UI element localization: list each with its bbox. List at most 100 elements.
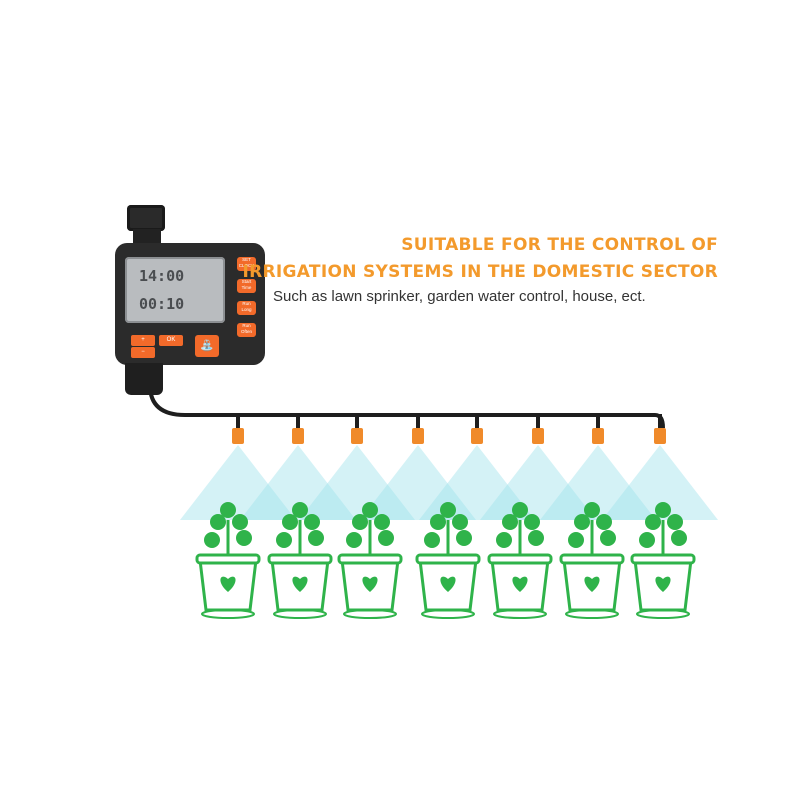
spray-cone	[180, 445, 296, 520]
minus-button[interactable]: −	[131, 347, 155, 358]
leaf	[204, 532, 220, 548]
leaf	[456, 530, 472, 546]
run-often-button[interactable]: Run Often	[237, 323, 256, 337]
drip-nozzles	[232, 414, 666, 444]
plant-pots	[195, 502, 696, 619]
potted-plant	[415, 502, 481, 619]
leaf	[362, 502, 378, 518]
pot-saucer	[421, 609, 475, 619]
pot-rim	[337, 553, 403, 565]
potted-plant	[267, 502, 333, 619]
spray-cone	[419, 445, 535, 520]
potted-plant	[630, 502, 696, 619]
leaf	[440, 502, 456, 518]
leaf	[220, 502, 236, 518]
leaf	[308, 530, 324, 546]
pot-saucer	[636, 609, 690, 619]
spray-cone	[299, 445, 415, 520]
spray-cone	[240, 445, 356, 520]
leaf	[452, 514, 468, 530]
nozzle-head	[471, 428, 483, 444]
ok-button[interactable]: OK	[159, 335, 183, 346]
start-time-button[interactable]: Start Time	[237, 279, 256, 293]
nozzle-head	[654, 428, 666, 444]
heart-icon	[512, 576, 528, 592]
leaf	[378, 530, 394, 546]
headline: SUITABLE FOR THE CONTROL OF IRRIGATION S…	[243, 232, 718, 286]
spray-cone	[480, 445, 596, 520]
heart-icon	[440, 576, 456, 592]
heart-icon	[584, 576, 600, 592]
faucet-connector	[127, 205, 165, 231]
leaf	[512, 502, 528, 518]
spray-cone	[602, 445, 718, 520]
leaf	[528, 530, 544, 546]
potted-plant	[195, 502, 261, 619]
leaf	[645, 514, 661, 530]
nozzle-head	[532, 428, 544, 444]
nozzle-stem	[355, 414, 359, 430]
leaf	[596, 514, 612, 530]
leaf	[352, 514, 368, 530]
leaf	[232, 514, 248, 530]
timer-body: 14:00 00:10 SET CLOCK Start Time Run Lon…	[115, 243, 265, 365]
subheadline: Such as lawn sprinker, garden water cont…	[273, 288, 646, 305]
leaf	[496, 532, 512, 548]
pot-rim	[487, 553, 553, 565]
pot-saucer	[273, 609, 327, 619]
spray-cone	[540, 445, 656, 520]
leaf	[667, 514, 683, 530]
nozzle-head	[412, 428, 424, 444]
spray-cone	[360, 445, 476, 520]
water-timer-device: 14:00 00:10 SET CLOCK Start Time Run Lon…	[115, 205, 265, 395]
manual-run-button[interactable]: ⛲	[195, 335, 219, 357]
nozzle-stem	[475, 414, 479, 430]
leaf	[282, 514, 298, 530]
leaf	[276, 532, 292, 548]
nozzle-stem	[236, 414, 240, 430]
leaf	[584, 502, 600, 518]
pot-rim	[267, 553, 333, 565]
leaf	[568, 532, 584, 548]
heart-icon	[362, 576, 378, 592]
nozzle-stem	[296, 414, 300, 430]
nozzle-head	[351, 428, 363, 444]
set-clock-button[interactable]: SET CLOCK	[237, 257, 256, 271]
pot-rim	[559, 553, 625, 565]
leaf	[374, 514, 390, 530]
leaf	[304, 514, 320, 530]
water-spray-cones	[180, 445, 718, 520]
run-long-button[interactable]: Run Long	[237, 301, 256, 315]
pot-rim	[630, 553, 696, 565]
plus-button[interactable]: +	[131, 335, 155, 346]
leaf	[655, 502, 671, 518]
lcd-duration: 00:10	[139, 295, 185, 313]
pot-rim	[195, 553, 261, 565]
nozzle-stem	[658, 414, 662, 430]
nozzle-head	[292, 428, 304, 444]
headline-line-2: IRRIGATION SYSTEMS IN THE DOMESTIC SECTO…	[242, 262, 718, 282]
heart-icon	[220, 576, 236, 592]
lcd-display: 14:00 00:10	[125, 257, 225, 323]
nozzle-stem	[536, 414, 540, 430]
pot-rim	[415, 553, 481, 565]
leaf	[430, 514, 446, 530]
nozzle-head	[592, 428, 604, 444]
nozzle-stem	[416, 414, 420, 430]
headline-line-1: SUITABLE FOR THE CONTROL OF	[401, 235, 718, 255]
lcd-time: 14:00	[139, 267, 185, 285]
leaf	[210, 514, 226, 530]
leaf	[236, 530, 252, 546]
nozzle-head	[232, 428, 244, 444]
heart-icon	[655, 576, 671, 592]
pot-saucer	[493, 609, 547, 619]
hose-outlet	[125, 363, 163, 395]
leaf	[600, 530, 616, 546]
leaf	[502, 514, 518, 530]
leaf	[292, 502, 308, 518]
potted-plant	[487, 502, 553, 619]
leaf	[639, 532, 655, 548]
heart-icon	[292, 576, 308, 592]
leaf	[574, 514, 590, 530]
